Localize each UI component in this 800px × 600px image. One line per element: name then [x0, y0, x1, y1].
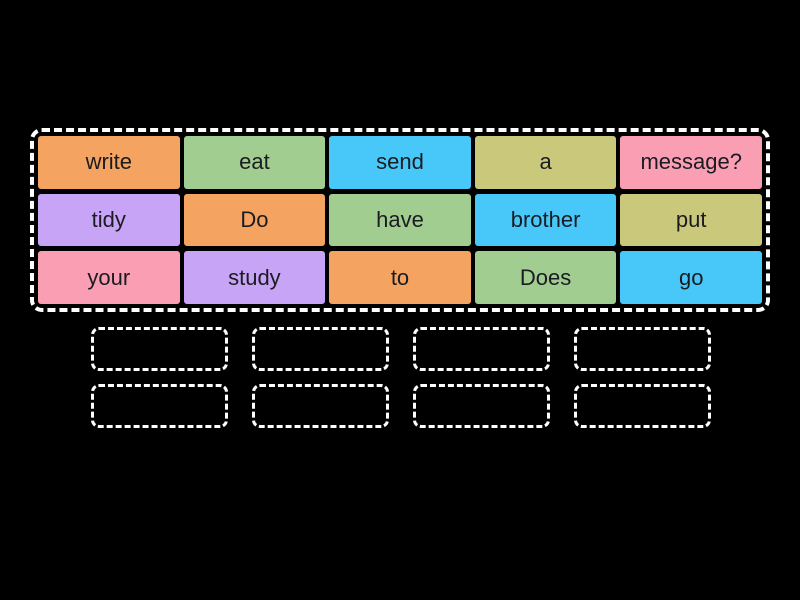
word-pool: write eat send a message? tidy Do have b… — [30, 128, 770, 312]
word-tile[interactable]: study — [183, 251, 326, 304]
word-tile[interactable]: tidy — [38, 193, 180, 247]
answer-slot[interactable] — [574, 327, 711, 371]
word-tile[interactable]: Do — [183, 193, 326, 247]
answer-slot[interactable] — [413, 384, 550, 428]
answer-slot[interactable] — [91, 327, 228, 371]
word-tile[interactable]: to — [329, 251, 471, 304]
answer-slot-area — [91, 327, 711, 428]
answer-slot[interactable] — [413, 327, 550, 371]
word-tile[interactable]: message? — [620, 136, 762, 189]
word-tile[interactable]: brother — [474, 193, 617, 247]
word-tile[interactable]: write — [38, 136, 180, 189]
word-tile[interactable]: Does — [474, 251, 617, 304]
word-tile[interactable]: send — [329, 136, 471, 189]
answer-slot[interactable] — [252, 384, 389, 428]
answer-slot[interactable] — [574, 384, 711, 428]
word-tile[interactable]: put — [620, 193, 762, 247]
word-tile[interactable]: a — [474, 136, 617, 189]
word-tile[interactable]: your — [38, 251, 180, 304]
word-tile[interactable]: go — [620, 251, 762, 304]
answer-slot[interactable] — [91, 384, 228, 428]
word-tile[interactable]: eat — [183, 136, 326, 189]
answer-slot[interactable] — [252, 327, 389, 371]
word-tile[interactable]: have — [329, 193, 471, 247]
